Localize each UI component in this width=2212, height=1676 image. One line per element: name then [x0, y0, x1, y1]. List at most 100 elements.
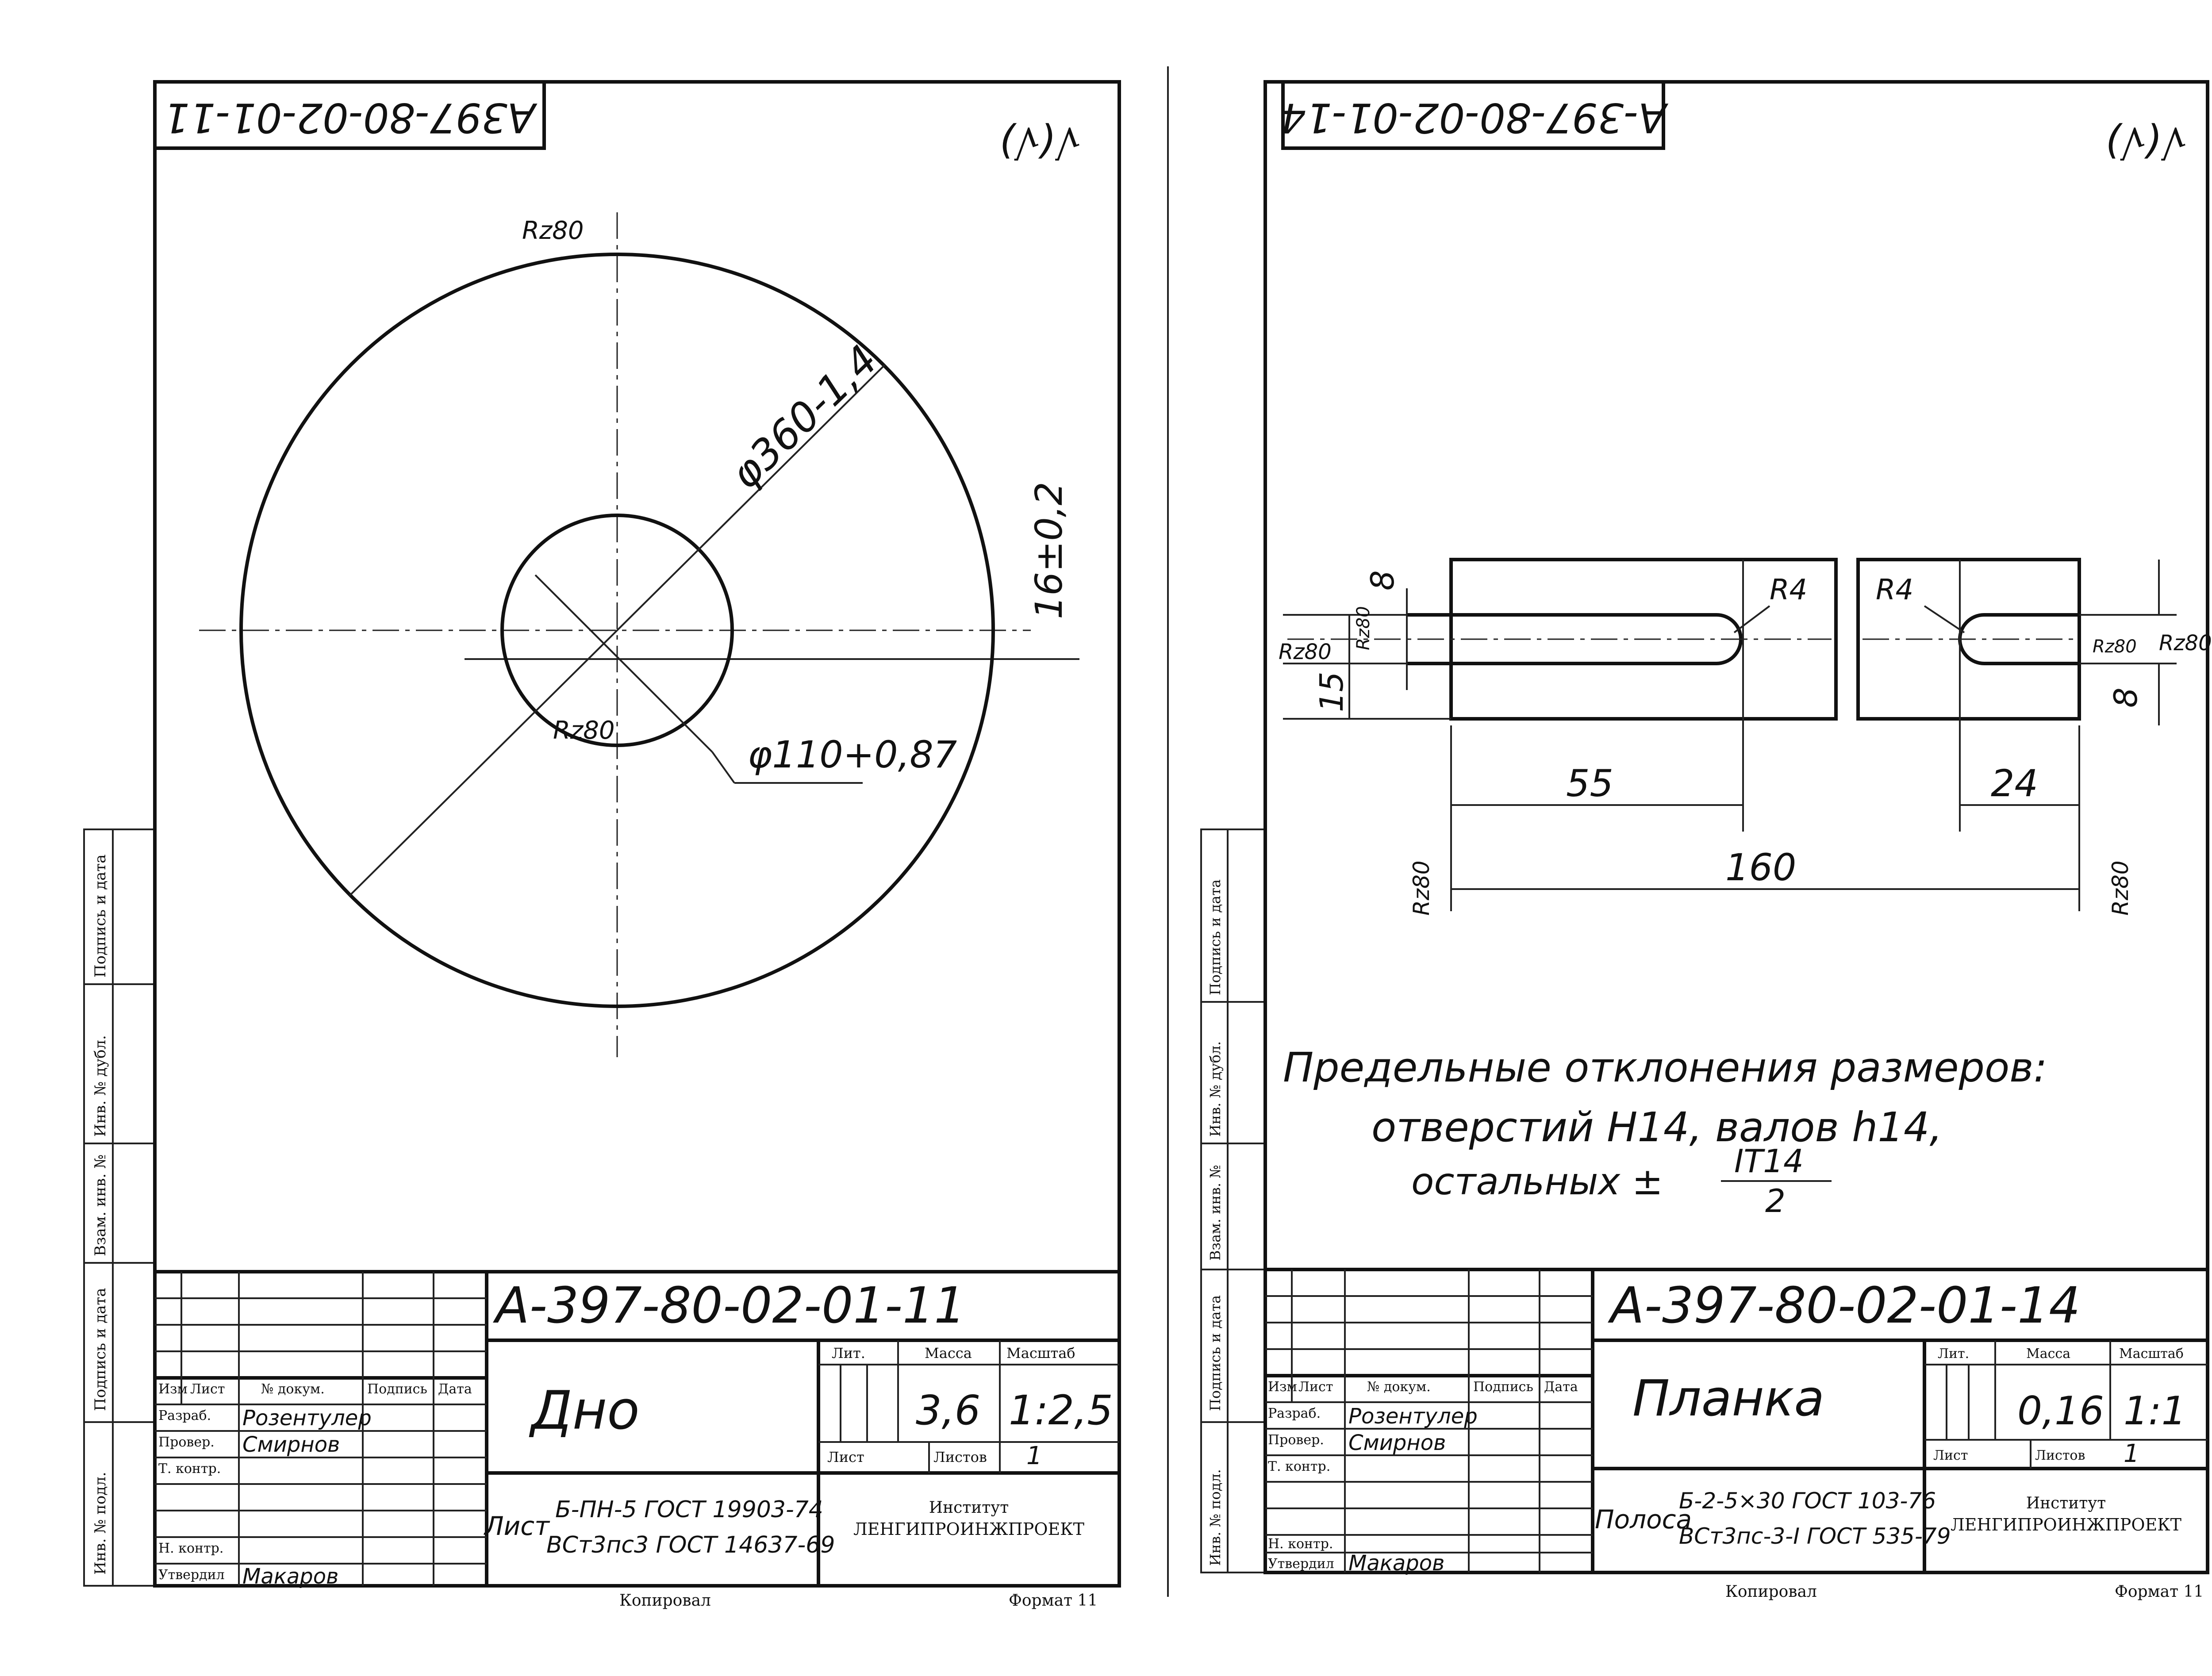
left-org-line1: Институт — [929, 1499, 1009, 1517]
right-footer-right: Формат 11 — [2115, 1583, 2204, 1601]
left-side-label-2: Взам. инв. № — [92, 1154, 109, 1256]
right-dim-24: 24 — [1991, 762, 2038, 805]
note-line2: отверстий H14, валов h14, — [1371, 1104, 1943, 1151]
right-org-line1: Институт — [2026, 1494, 2106, 1512]
right-col-doc: № докум. — [1367, 1379, 1431, 1395]
left-top-stamp: A397-80-02-01-11 — [164, 94, 538, 142]
left-mass-header: Масса — [925, 1345, 972, 1362]
right-side-label-3: Инв. № дубл. — [1207, 1041, 1224, 1137]
right-dim-r4-left: R4 — [1770, 574, 1807, 606]
left-sheet-frame — [153, 80, 1121, 1588]
left-role-4: Н. контр. — [158, 1541, 223, 1556]
left-col-izm: Изм — [158, 1381, 188, 1397]
right-sheet-frame — [1263, 80, 2209, 1574]
left-sheets-label: Листов — [933, 1449, 987, 1465]
right-dim-55: 55 — [1566, 762, 1613, 805]
right-material-prefix: Полоса — [1595, 1504, 1692, 1534]
left-corner-roughness: √(√) — [999, 119, 1081, 165]
right-name-1: Смирнов — [1348, 1431, 1446, 1455]
left-material-prefix: Лист — [484, 1511, 550, 1541]
right-sheets-label: Листов — [2035, 1448, 2085, 1463]
left-col-list: Лист — [190, 1381, 225, 1397]
right-col-sign: Подпись — [1473, 1379, 1533, 1395]
left-org-line2: ЛЕНГИПРОИНЖПРОЕКТ — [853, 1519, 1084, 1539]
left-name-0: Розентулер — [242, 1406, 372, 1431]
right-title-block: Изм Лист № докум. Подпись Дата Разраб. П… — [1265, 1268, 2208, 1576]
right-footer-left: Копировал — [1725, 1583, 1817, 1601]
right-designation: А-397-80-02-01-14 — [1608, 1277, 2081, 1335]
right-mass: 0,16 — [2017, 1388, 2104, 1434]
right-corner-roughness: √(√) — [2105, 119, 2187, 165]
right-dim-8-bottom: 8 — [2107, 687, 2144, 708]
left-col-doc: № докум. — [261, 1381, 325, 1397]
right-mass-header: Масса — [2026, 1346, 2070, 1362]
left-outer-diameter-dim: φ360-1,4 — [722, 336, 887, 498]
right-sheet: Инв. № подл. Подпись и дата Взам. инв. №… — [1200, 80, 2212, 1601]
right-material-line1: Б-2-5×30 ГОСТ 103-76 — [1679, 1488, 1936, 1514]
tolerance-note: Предельные отклонения размеров: отверсти… — [1283, 1044, 2047, 1220]
right-side-label-2: Взам. инв. № — [1207, 1165, 1224, 1261]
note-fraction-num: IT14 — [1734, 1143, 1804, 1180]
right-role-0: Разраб. — [1268, 1406, 1321, 1421]
left-role-2: Т. контр. — [158, 1461, 221, 1477]
left-col-date: Дата — [438, 1381, 472, 1397]
note-fraction-den: 2 — [1765, 1182, 1786, 1220]
left-role-1: Провер. — [158, 1434, 215, 1450]
right-part-name: Планка — [1632, 1370, 1824, 1427]
left-side-label-4: Подпись и дата — [92, 855, 109, 978]
right-col-izm: Изм — [1268, 1379, 1297, 1395]
right-name-5: Макаров — [1348, 1551, 1444, 1576]
right-side-label-1: Подпись и дата — [1207, 1295, 1224, 1411]
right-side-label-4: Подпись и дата — [1207, 879, 1224, 995]
left-thickness-dim: 16±0,2 — [1027, 482, 1071, 619]
right-org-line2: ЛЕНГИПРОИНЖПРОЕКТ — [1951, 1515, 2181, 1534]
right-rz-inner-right: Rz80 — [2093, 637, 2137, 657]
right-name-0: Розентулер — [1348, 1404, 1478, 1429]
right-top-stamp-box — [1281, 80, 1665, 150]
note-line3-prefix: остальных ± — [1411, 1160, 1663, 1203]
left-name-1: Смирнов — [242, 1432, 340, 1457]
left-name-5: Макаров — [242, 1564, 338, 1589]
left-footer-right: Формат 11 — [1009, 1592, 1098, 1610]
right-role-1: Провер. — [1268, 1432, 1324, 1448]
left-material-line2: ВСт3пс3 ГОСТ 14637-69 — [546, 1532, 835, 1558]
right-sheets-count: 1 — [2124, 1439, 2139, 1468]
right-side-label-0: Инв. № подл. — [1207, 1469, 1224, 1566]
left-sheets-count: 1 — [1026, 1442, 1042, 1470]
right-sheet-label: Лист — [1933, 1448, 1968, 1463]
right-top-stamp: А-397-80-02-01-14 — [1280, 94, 1669, 142]
right-rz-right: Rz80 — [2159, 631, 2212, 656]
right-scale-header: Масштаб — [2119, 1346, 2184, 1362]
left-col-sign: Подпись — [367, 1381, 427, 1397]
right-col-list: Лист — [1298, 1379, 1333, 1395]
left-side-label-0: Инв. № подл. — [92, 1472, 109, 1575]
right-lit-header: Лит. — [1938, 1346, 1969, 1362]
left-designation: А-397-80-02-01-11 — [493, 1277, 966, 1335]
left-role-0: Разраб. — [158, 1408, 211, 1423]
left-scale-header: Масштаб — [1006, 1345, 1075, 1362]
left-lit-header: Лит. — [832, 1345, 865, 1362]
left-scale: 1:2,5 — [1009, 1387, 1113, 1434]
right-role-4: Н. контр. — [1268, 1536, 1333, 1552]
right-role-5: Утвердил — [1268, 1556, 1334, 1572]
right-material-line2: ВСт3пс-3-I ГОСТ 535-79 — [1679, 1523, 1951, 1549]
left-sheet: Инв. № подл. Подпись и дата Взам. инв. №… — [83, 80, 1121, 1610]
left-inner-diameter-dim: φ110+0,87 — [748, 733, 957, 776]
left-material-line1: Б-ПН-5 ГОСТ 19903-74 — [555, 1496, 823, 1523]
plank-right-view — [1856, 558, 2177, 832]
plank-left-view — [1283, 558, 1838, 832]
left-top-stamp-box — [153, 80, 546, 150]
left-outer-diameter-line — [349, 364, 886, 897]
right-col-date: Дата — [1544, 1379, 1578, 1395]
left-sheet-label: Лист — [827, 1449, 864, 1465]
note-line1: Предельные отклонения размеров: — [1283, 1044, 2047, 1091]
left-mass: 3,6 — [916, 1387, 980, 1434]
right-role-2: Т. контр. — [1268, 1459, 1330, 1474]
left-side-label-1: Подпись и дата — [92, 1288, 109, 1411]
left-roughness-outer: Rz80 — [522, 216, 584, 245]
right-rz-bottom-left: Rz80 — [1409, 860, 1434, 916]
left-outer-circle — [239, 253, 995, 1008]
left-inner-circle — [500, 514, 734, 747]
